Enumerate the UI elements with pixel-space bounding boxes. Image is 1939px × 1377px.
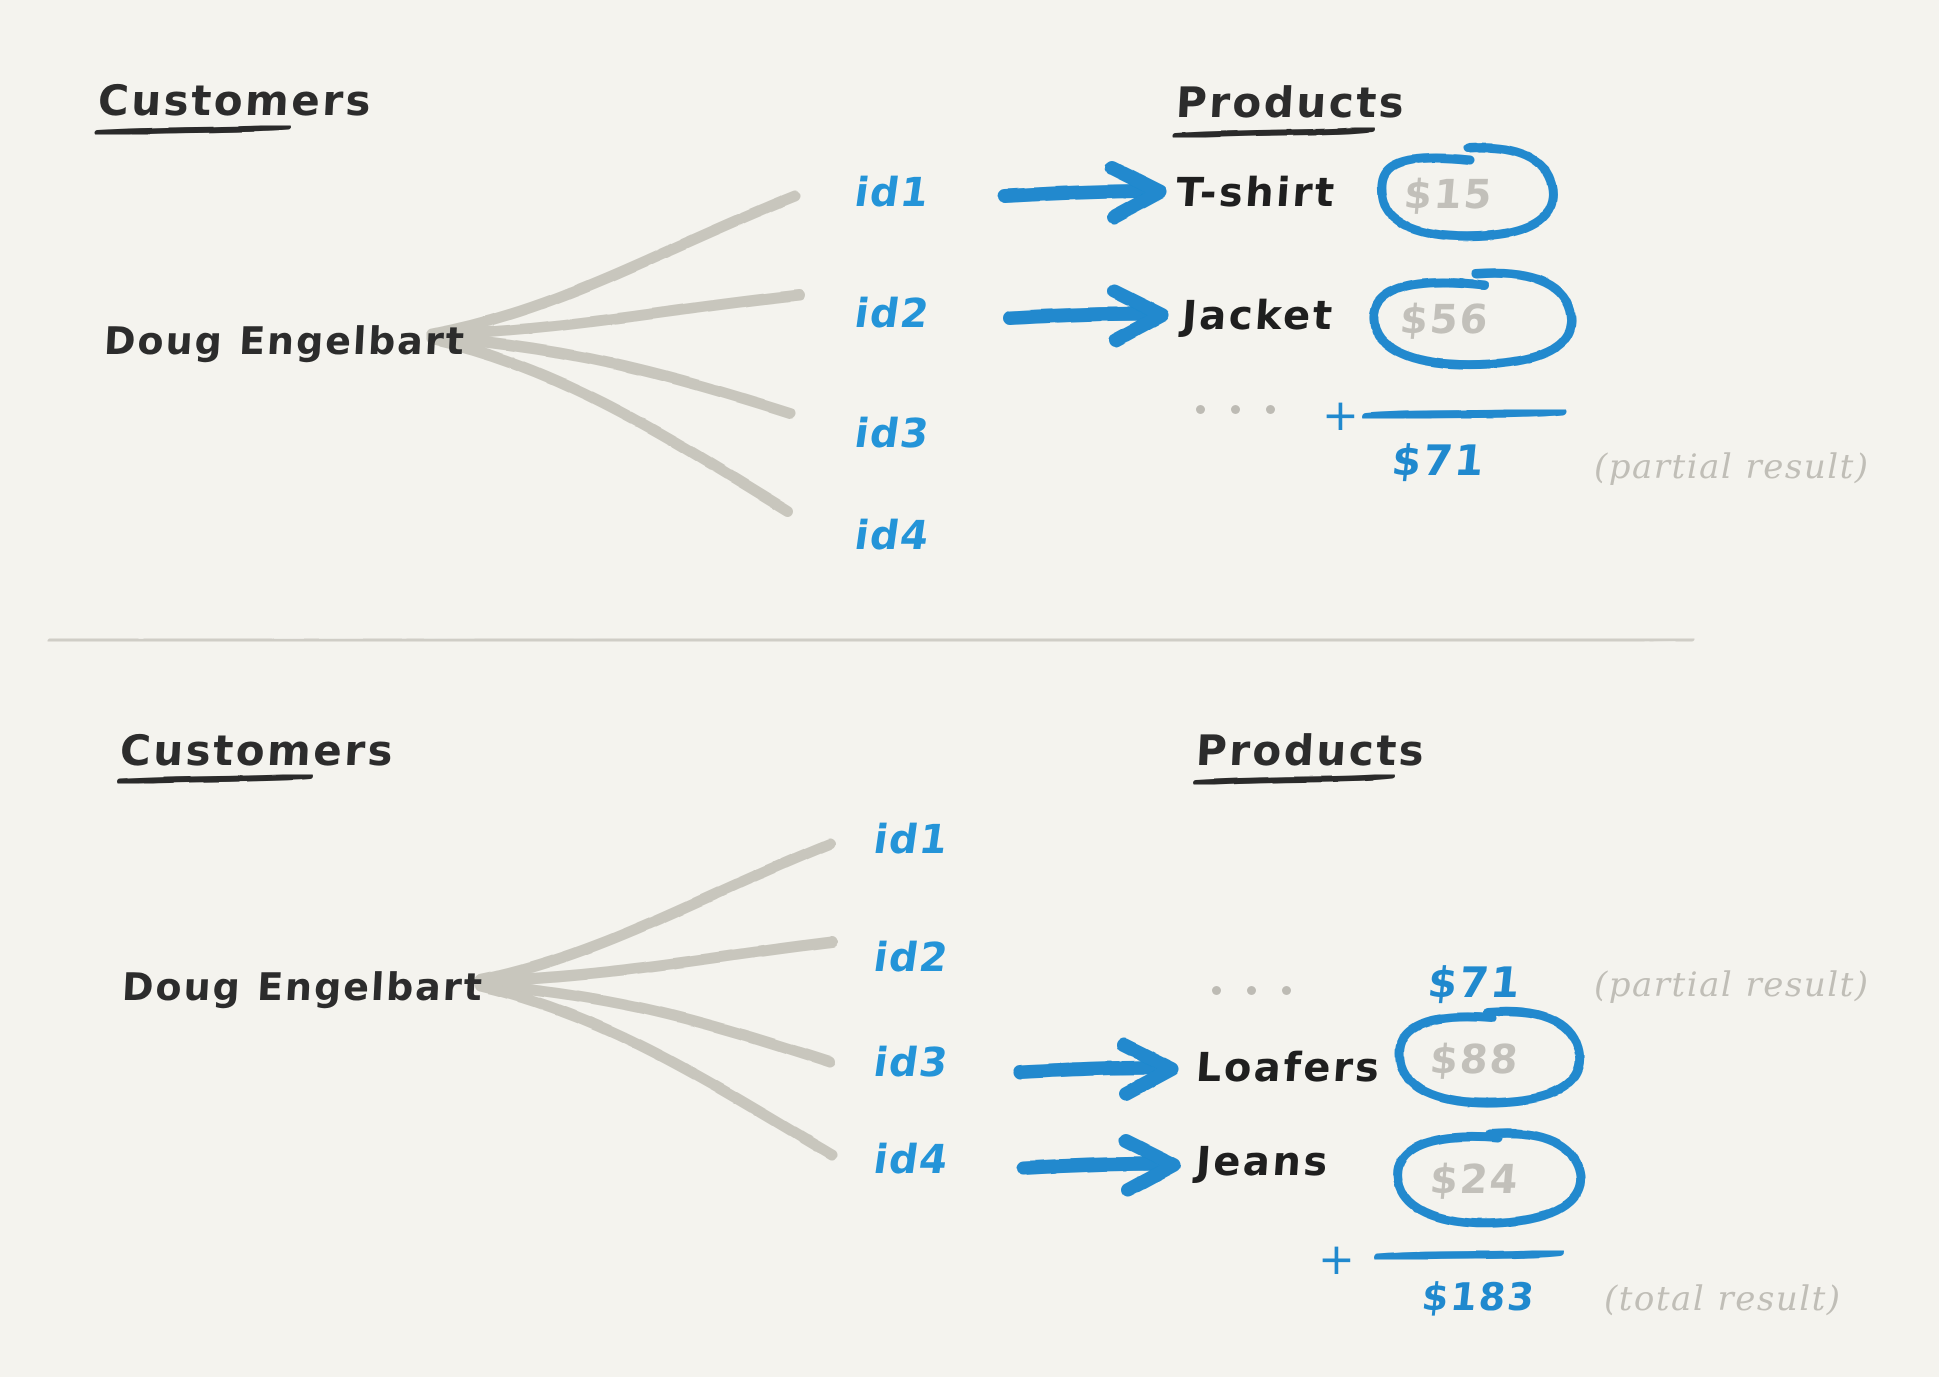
panel-bottom-price-jeans: $24 — [1427, 1157, 1522, 1203]
panel-bottom-ellipsis — [1212, 986, 1291, 995]
ellipsis-dot — [1282, 986, 1291, 995]
panel-top-id1-label[interactable]: id1 — [851, 170, 933, 216]
ellipsis-dot — [1196, 405, 1205, 414]
panel-top-customer-name: Doug Engelbart — [102, 319, 468, 363]
panel-bottom-id1-label[interactable]: id1 — [870, 817, 952, 863]
ellipsis-dot — [1266, 405, 1275, 414]
panel-top-ellipsis — [1196, 405, 1275, 414]
ellipsis-dot — [1231, 405, 1240, 414]
panel-top-sum-operator: + — [1322, 390, 1359, 441]
panel-top-price-tshirt: $15 — [1401, 172, 1496, 218]
panel-bottom-carried-value: $71 — [1425, 958, 1525, 1007]
panel-top-id3-label[interactable]: id3 — [851, 411, 933, 457]
panel-top-price-jacket: $56 — [1397, 297, 1492, 343]
panel-top-id2-label[interactable]: id2 — [851, 291, 933, 337]
panel-bottom-customer-name: Doug Engelbart — [120, 965, 486, 1009]
panel-bottom-product-loafers: Loafers — [1194, 1045, 1384, 1091]
panel-top-sum-total: $71 — [1389, 436, 1489, 485]
ellipsis-dot — [1247, 986, 1256, 995]
panel-bottom-product-jeans: Jeans — [1194, 1139, 1332, 1185]
panel-bottom-sum-operator: + — [1318, 1234, 1355, 1285]
ellipsis-dot — [1212, 986, 1221, 995]
panel-bottom-sum-note: (total result) — [1604, 1279, 1842, 1319]
panel-bottom-carried-note: (partial result) — [1594, 965, 1870, 1005]
panel-top-products-heading: Products — [1174, 78, 1408, 127]
panel-bottom-id4-label[interactable]: id4 — [870, 1137, 952, 1183]
panel-top-product-tshirt: T-shirt — [1174, 170, 1338, 216]
panel-bottom-id2-label[interactable]: id2 — [870, 935, 952, 981]
panel-bottom-price-loafers: $88 — [1427, 1037, 1522, 1083]
panel-top-id4-label[interactable]: id4 — [851, 513, 933, 559]
panel-bottom-sum-total: $183 — [1419, 1275, 1539, 1319]
panel-bottom-id3-label[interactable]: id3 — [870, 1040, 952, 1086]
panel-top-customers-heading: Customers — [96, 76, 375, 125]
panel-top-sum-note: (partial result) — [1594, 447, 1870, 487]
panel-bottom-products-heading: Products — [1194, 726, 1428, 775]
panel-top-product-jacket: Jacket — [1180, 293, 1336, 339]
panel-bottom-customers-heading: Customers — [118, 726, 397, 775]
